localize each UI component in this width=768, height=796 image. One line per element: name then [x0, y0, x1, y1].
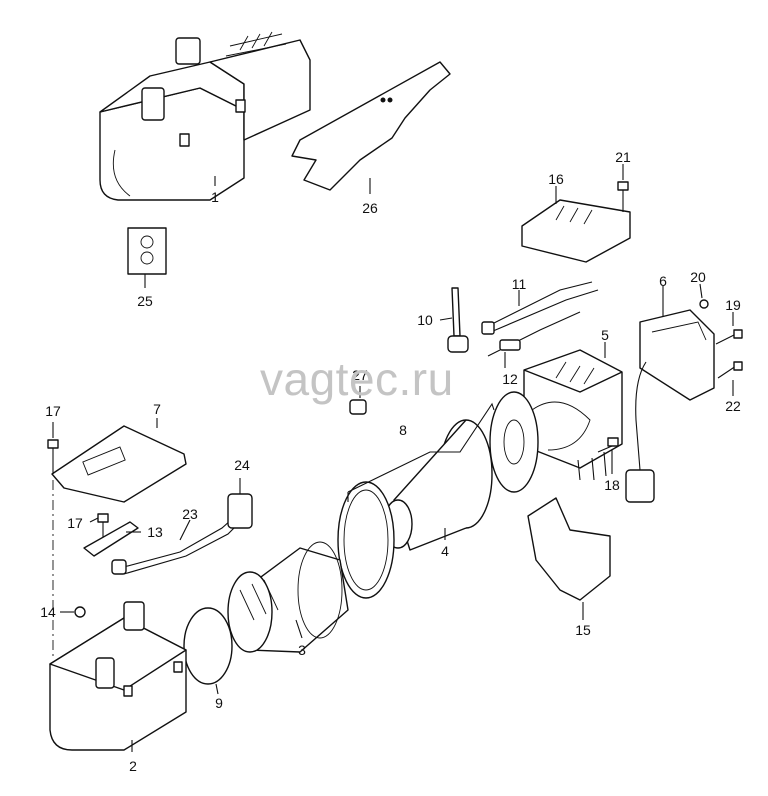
part-cable-11 — [483, 281, 593, 329]
part-seal-ring — [183, 607, 233, 685]
callout-8: 8 — [399, 422, 407, 438]
callout-20: 20 — [690, 269, 706, 285]
callout-23: 23 — [182, 506, 198, 522]
part-screw-17-top — [47, 439, 59, 474]
part-cover-plate — [51, 425, 187, 503]
callout-1: 1 — [211, 189, 219, 205]
callout-11: 11 — [512, 276, 527, 292]
callout-25: 25 — [137, 293, 153, 309]
callout-15: 15 — [575, 622, 591, 638]
callout-26: 26 — [362, 200, 378, 216]
callout-3: 3 — [298, 642, 306, 658]
callout-16: 16 — [548, 171, 564, 187]
part-bracket-housing — [625, 309, 715, 503]
callout-19: 19 — [725, 297, 741, 313]
callout-27: 27 — [352, 367, 368, 383]
callout-6: 6 — [659, 273, 667, 289]
part-heater-assembly — [99, 31, 311, 201]
callout-21: 21 — [615, 149, 631, 165]
callout-9: 9 — [215, 695, 223, 711]
part-control-cover — [521, 199, 631, 263]
callout-4: 4 — [441, 543, 449, 559]
callout-18: 18 — [604, 477, 620, 493]
part-strap — [83, 521, 139, 557]
callout-17-top: 17 — [45, 403, 61, 419]
callout-10: 10 — [417, 312, 433, 328]
callout-17-mid: 17 — [67, 515, 83, 531]
part-burner-tube — [383, 419, 493, 551]
watermark-text: vagtec.ru — [260, 353, 454, 405]
part-gasket-sheet — [291, 61, 451, 191]
callout-7: 7 — [153, 401, 161, 417]
part-screw-21 — [617, 181, 629, 212]
callout-22: 22 — [725, 398, 741, 414]
part-label — [127, 227, 167, 275]
callout-24: 24 — [234, 457, 250, 473]
part-sensor — [447, 287, 469, 353]
part-screw-19 — [715, 329, 743, 345]
part-screw-20 — [699, 299, 709, 309]
callout-12: 12 — [502, 371, 518, 387]
part-heater-body — [49, 601, 187, 751]
callout-5: 5 — [601, 327, 609, 343]
part-connector — [227, 493, 253, 529]
part-shell — [527, 497, 611, 601]
part-combustion-chamber — [227, 541, 349, 653]
part-screw-22 — [717, 361, 743, 379]
part-o-ring — [337, 481, 395, 599]
part-ring-plate — [489, 391, 539, 493]
callout-2: 2 — [129, 758, 137, 774]
part-washer — [74, 606, 86, 618]
part-control-unit — [523, 349, 623, 481]
part-screw-18 — [597, 437, 619, 453]
callout-labels: 1 2 3 4 5 6 7 8 9 10 11 12 13 14 15 16 1… — [40, 149, 741, 774]
part-plug — [349, 399, 367, 415]
callout-13: 13 — [147, 524, 163, 540]
callout-14: 14 — [40, 604, 56, 620]
leader-lines — [52, 164, 734, 752]
